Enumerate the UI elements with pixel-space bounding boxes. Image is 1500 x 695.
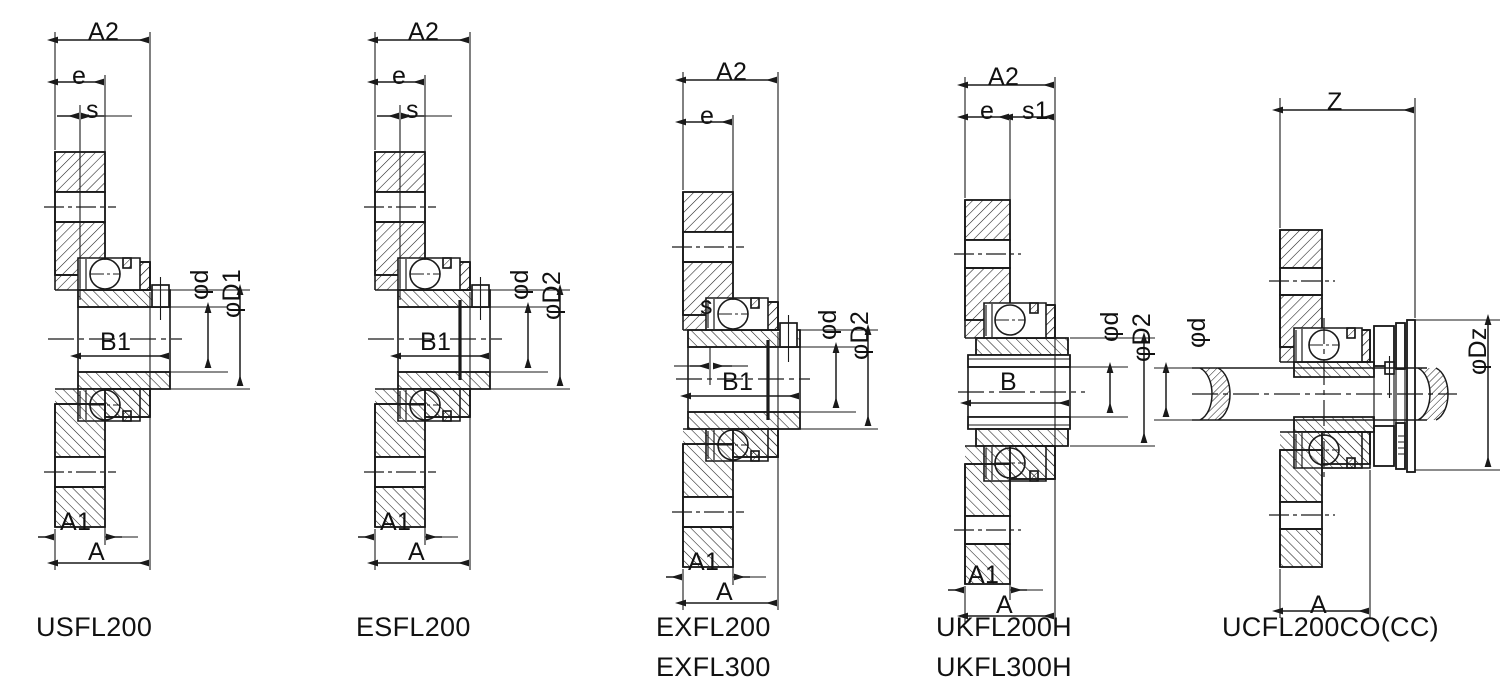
dim-label-a2-2: A2: [408, 18, 440, 46]
dim-label-e-1: e: [72, 62, 87, 90]
drawing-exfl200: [666, 72, 878, 610]
dim-label-phid-3: φd: [814, 309, 842, 340]
dim-label-phid2-2: φD2: [538, 270, 566, 320]
ucfl-end-cover: [1373, 319, 1416, 473]
ukfl-bearing-upper: [983, 302, 1047, 339]
dim-label-a1-2: A1: [380, 508, 412, 536]
usfl-ext-lines: [54, 32, 151, 300]
dim-label-e-2: e: [392, 62, 407, 90]
dim-label-a2-3: A2: [716, 58, 748, 86]
dim-label-s-3: s: [700, 292, 713, 320]
dim-label-phid2-3: φD2: [846, 310, 874, 360]
caption-ukfl300h: UKFL300H: [936, 652, 1072, 682]
dim-label-z-5: Z: [1327, 88, 1343, 116]
dim-label-a1-3: A1: [688, 548, 720, 576]
dim-label-phid-2: φd: [506, 269, 534, 300]
usfl-dim-right-ext: [150, 289, 250, 390]
dim-label-phid1-1: φD1: [218, 268, 246, 318]
ukfl-flange-lower: [954, 463, 1021, 585]
ukfl-flange-upper: [954, 199, 1021, 321]
dim-label-a2-4: A2: [988, 63, 1020, 91]
caption-esfl200: ESFL200: [356, 612, 471, 642]
dim-label-e-3: e: [700, 102, 715, 130]
caption-usfl200: USFL200: [36, 612, 153, 642]
dim-label-b-4: B: [1000, 368, 1017, 396]
drawing-ukfl200h: [948, 77, 1155, 623]
esfl-bearing-upper: [397, 257, 461, 291]
dim-label-a-2: A: [408, 538, 425, 566]
dim-label-s1-4: s1: [1022, 97, 1050, 125]
exfl-bearing-upper: [705, 297, 769, 331]
caption-exfl200: EXFL200: [656, 612, 771, 642]
ucfl-bearing-upper: [1293, 327, 1363, 363]
dim-label-phid-5: φd: [1183, 317, 1211, 348]
dim-label-phid-1: φd: [186, 269, 214, 300]
dim-label-phidz-5: φDz: [1464, 327, 1492, 375]
dim-label-b1-3: B1: [722, 368, 754, 396]
drawing-esfl200: [358, 32, 570, 570]
caption-ucfl200co: UCFL200CO(CC): [1222, 612, 1439, 642]
esfl-flange-lower: [364, 403, 436, 528]
usfl-bearing-upper: [77, 257, 141, 291]
dim-label-a2-1: A2: [88, 18, 120, 46]
dim-label-a-1: A: [88, 538, 105, 566]
dim-label-a-5: A: [1310, 591, 1327, 619]
caption-ukfl200h: UKFL200H: [936, 612, 1072, 642]
dim-label-b1-1: B1: [100, 328, 132, 356]
dim-label-s-2: s: [406, 96, 419, 124]
drawing-ucfl200co: [1154, 98, 1500, 618]
dim-label-phid-4: φd: [1096, 311, 1124, 342]
usfl-flange-lower: [44, 403, 116, 528]
dim-label-phid2-4: φD2: [1128, 312, 1156, 362]
dim-label-e-4: e: [980, 97, 995, 125]
dim-label-a1-1: A1: [60, 508, 92, 536]
caption-exfl300: EXFL300: [656, 652, 771, 682]
dim-label-a-3: A: [716, 578, 733, 606]
dim-label-a-4: A: [996, 591, 1013, 619]
dim-label-a1-4: A1: [968, 561, 1000, 589]
drawing-usfl200: [38, 32, 250, 570]
dim-label-s-1: s: [86, 96, 99, 124]
dim-label-b1-2: B1: [420, 328, 452, 356]
